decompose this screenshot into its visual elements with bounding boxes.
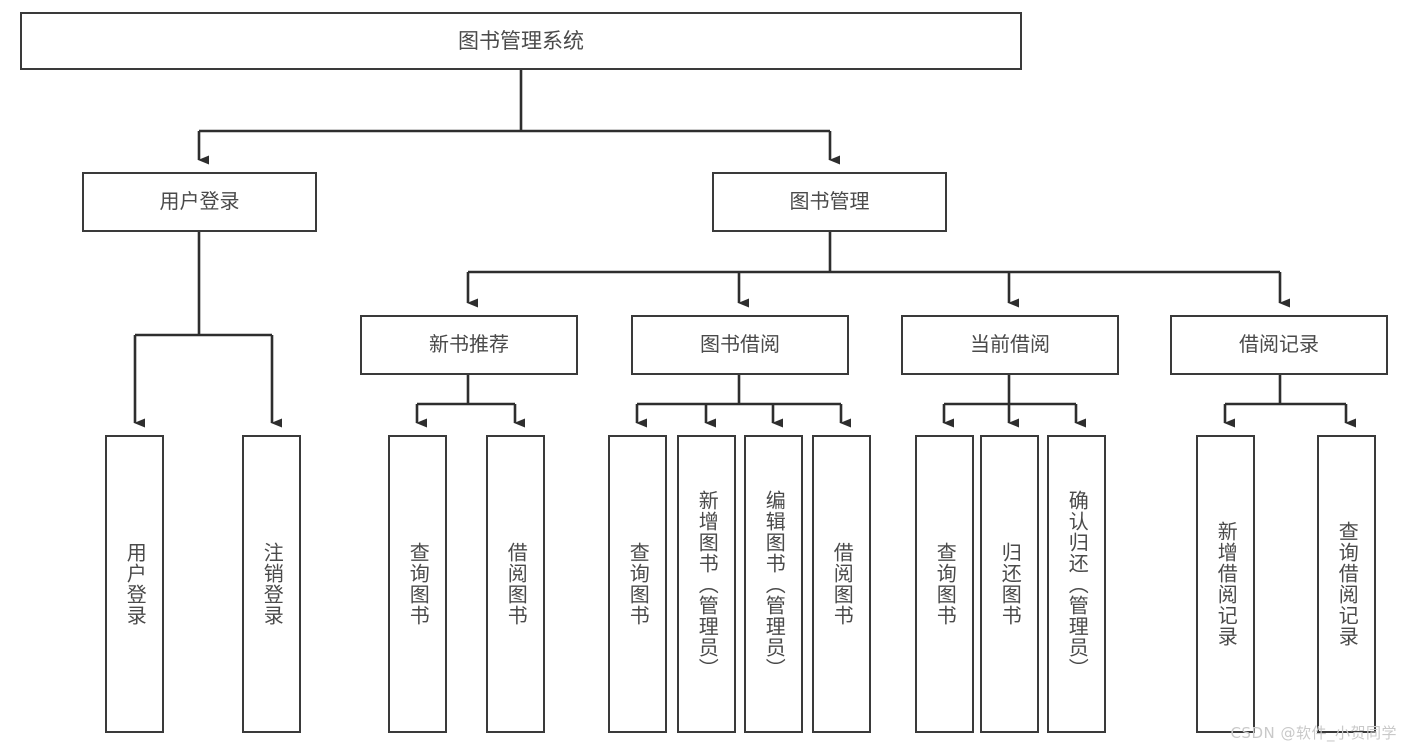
node-label: 查询图书 <box>933 542 958 626</box>
node-user-login[interactable]: 用户登录 <box>82 172 317 232</box>
node-label: 用户登录 <box>159 189 240 214</box>
node-leaf-query-book-recommend[interactable]: 查询图书 <box>388 435 447 733</box>
node-leaf-query-book-current[interactable]: 查询图书 <box>915 435 974 733</box>
node-leaf-borrow-book[interactable]: 借阅图书 <box>812 435 871 733</box>
node-leaf-user-login[interactable]: 用户登录 <box>105 435 164 733</box>
node-label: 图书管理系统 <box>458 28 584 53</box>
node-label: 新书推荐 <box>429 332 509 357</box>
node-leaf-edit-book-admin[interactable]: 编辑图书（管理员） <box>744 435 803 733</box>
node-leaf-borrow-book-recommend[interactable]: 借阅图书 <box>486 435 545 733</box>
node-leaf-add-book-admin[interactable]: 新增图书（管理员） <box>677 435 736 733</box>
node-root-book-management-system[interactable]: 图书管理系统 <box>20 12 1022 70</box>
node-leaf-add-borrow-record[interactable]: 新增借阅记录 <box>1196 435 1255 733</box>
node-label: 确认归还（管理员） <box>1065 489 1090 679</box>
node-leaf-return-book[interactable]: 归还图书 <box>980 435 1039 733</box>
node-label: 借阅记录 <box>1239 332 1319 357</box>
node-label: 图书借阅 <box>700 332 780 357</box>
node-leaf-logout-login[interactable]: 注销登录 <box>242 435 301 733</box>
node-label: 归还图书 <box>998 542 1023 626</box>
node-label: 当前借阅 <box>970 332 1050 357</box>
node-label: 编辑图书（管理员） <box>762 489 787 679</box>
node-leaf-query-borrow-record[interactable]: 查询借阅记录 <box>1317 435 1376 733</box>
node-label: 新增借阅记录 <box>1214 521 1239 647</box>
node-leaf-query-book-borrow[interactable]: 查询图书 <box>608 435 667 733</box>
node-label: 查询借阅记录 <box>1335 521 1360 647</box>
node-book-management[interactable]: 图书管理 <box>712 172 947 232</box>
node-label: 图书管理 <box>789 189 870 214</box>
node-current-borrow[interactable]: 当前借阅 <box>901 315 1119 375</box>
csdn-watermark: CSDN @软件_小贺同学 <box>1230 724 1397 742</box>
node-label: 查询图书 <box>626 542 651 626</box>
node-label: 借阅图书 <box>830 542 855 626</box>
node-label: 注销登录 <box>260 542 285 626</box>
node-leaf-confirm-return-admin[interactable]: 确认归还（管理员） <box>1047 435 1106 733</box>
node-book-borrow[interactable]: 图书借阅 <box>631 315 849 375</box>
node-label: 借阅图书 <box>504 542 529 626</box>
node-borrow-record[interactable]: 借阅记录 <box>1170 315 1388 375</box>
node-label: 新增图书（管理员） <box>695 489 720 679</box>
node-new-book-recommend[interactable]: 新书推荐 <box>360 315 578 375</box>
node-label: 查询图书 <box>406 542 431 626</box>
node-label: 用户登录 <box>123 542 148 626</box>
